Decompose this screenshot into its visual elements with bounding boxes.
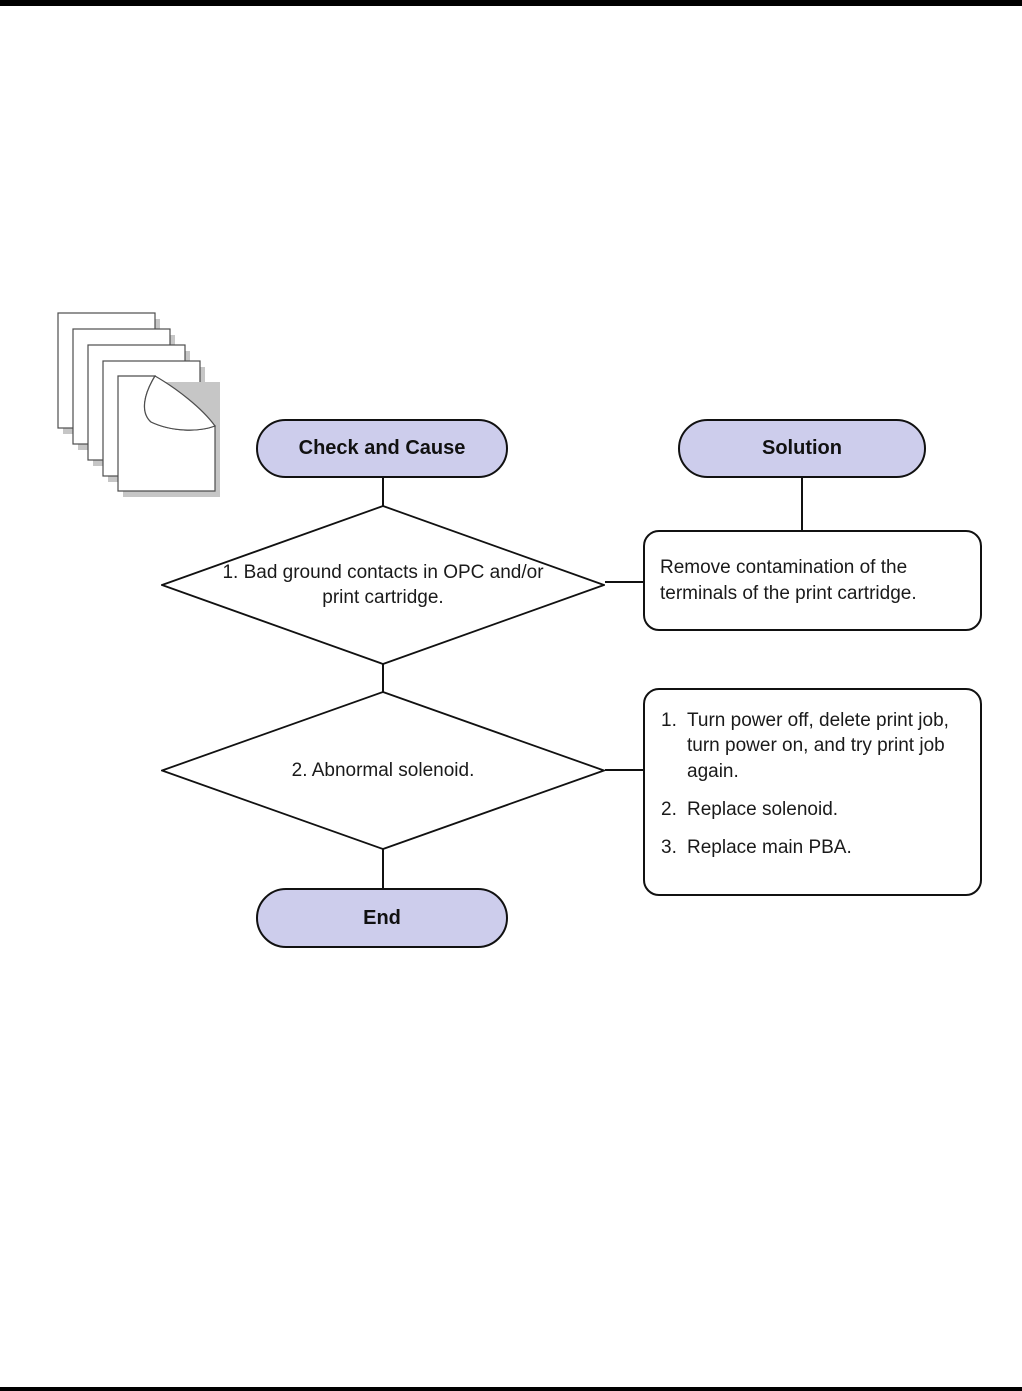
item-number: 1. bbox=[661, 710, 677, 731]
cause1-text: 1. Bad ground contacts in OPC and/or pri… bbox=[222, 561, 544, 608]
end-label: End bbox=[363, 906, 401, 929]
solution-box-1: Remove contamination of the terminals of… bbox=[643, 530, 982, 631]
connector-cause1-to-box1 bbox=[605, 581, 643, 583]
node-solution: Solution bbox=[678, 419, 926, 478]
item-text: Replace main PBA. bbox=[687, 837, 852, 859]
page-bottom-rule bbox=[0, 1387, 1022, 1391]
solution2-item: 2. Replace solenoid. bbox=[661, 797, 972, 822]
item-number: 2. bbox=[661, 798, 677, 820]
solution-label: Solution bbox=[762, 437, 842, 459]
page-top-rule bbox=[0, 0, 1022, 6]
item-text: Replace solenoid. bbox=[687, 798, 839, 820]
connector-cause1-to-cause2 bbox=[382, 664, 384, 692]
diamond-shape bbox=[161, 691, 605, 850]
solution-box-2: 1. Turn power off, delete print job, tur… bbox=[643, 688, 982, 896]
solution2-item: 3. Replace main PBA. bbox=[661, 835, 972, 860]
connector-solution-to-box1 bbox=[801, 477, 803, 531]
item-text: Turn power off, delete print job, turn p… bbox=[687, 710, 949, 782]
connector-cause2-to-box2 bbox=[605, 769, 643, 771]
node-check-and-cause: Check and Cause bbox=[256, 419, 508, 478]
decision-cause2: 2. Abnormal solenoid. bbox=[161, 691, 605, 850]
decision-cause1: 1. Bad ground contacts in OPC and/or pri… bbox=[161, 505, 605, 665]
item-number: 3. bbox=[661, 837, 677, 859]
check-and-cause-label: Check and Cause bbox=[298, 437, 466, 459]
solution2-item: 1. Turn power off, delete print job, tur… bbox=[661, 708, 972, 784]
node-end: End bbox=[256, 888, 508, 948]
connector-cause2-to-end bbox=[382, 849, 384, 889]
cause2-text: 2. Abnormal solenoid. bbox=[291, 759, 475, 781]
diamond-shape bbox=[161, 505, 605, 665]
connector-check-to-cause1 bbox=[382, 477, 384, 506]
paper-stack-icon bbox=[57, 312, 220, 497]
solution1-text: Remove contamination of the terminals of… bbox=[660, 557, 917, 604]
